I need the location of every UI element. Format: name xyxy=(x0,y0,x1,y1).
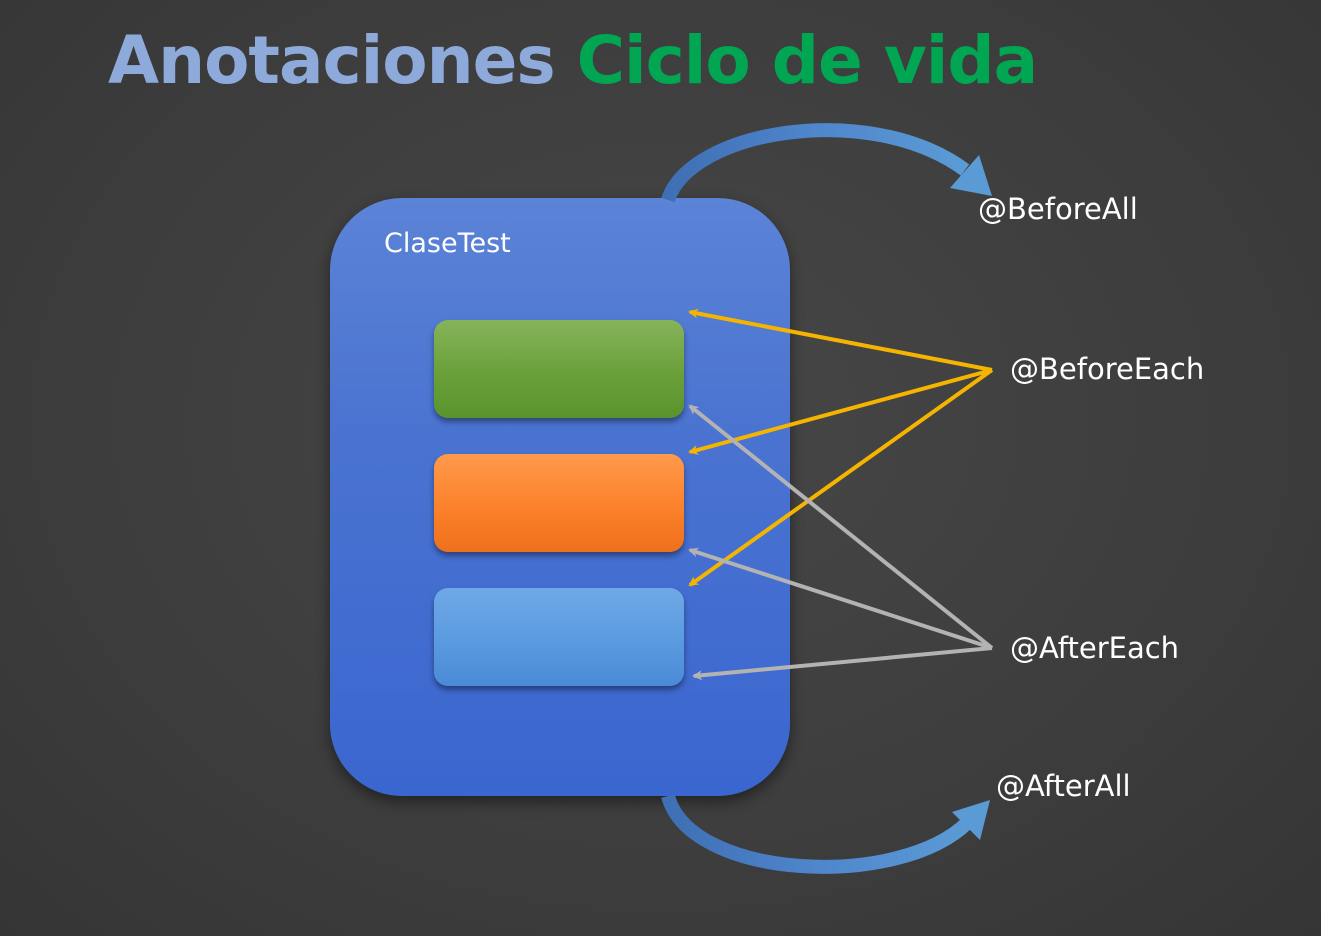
test-method-3 xyxy=(434,588,684,686)
test-class-label: ClaseTest xyxy=(384,228,511,259)
title-lifecycle: Ciclo de vida xyxy=(576,22,1039,99)
after-each-label: @AfterEach xyxy=(1010,631,1180,665)
after-all-label: @AfterAll xyxy=(996,769,1131,803)
page-title: Anotaciones Ciclo de vida xyxy=(108,28,1038,94)
before-each-label: @BeforeEach xyxy=(1010,352,1205,386)
after-all-arrow xyxy=(661,793,990,874)
before-all-arrow xyxy=(661,123,992,203)
test-method-1 xyxy=(434,320,684,418)
test-method-2 xyxy=(434,454,684,552)
title-annotations: Anotaciones xyxy=(108,22,556,99)
before-each-arrows xyxy=(688,308,994,587)
after-each-arrows xyxy=(688,404,994,681)
before-all-label: @BeforeAll xyxy=(978,192,1138,226)
